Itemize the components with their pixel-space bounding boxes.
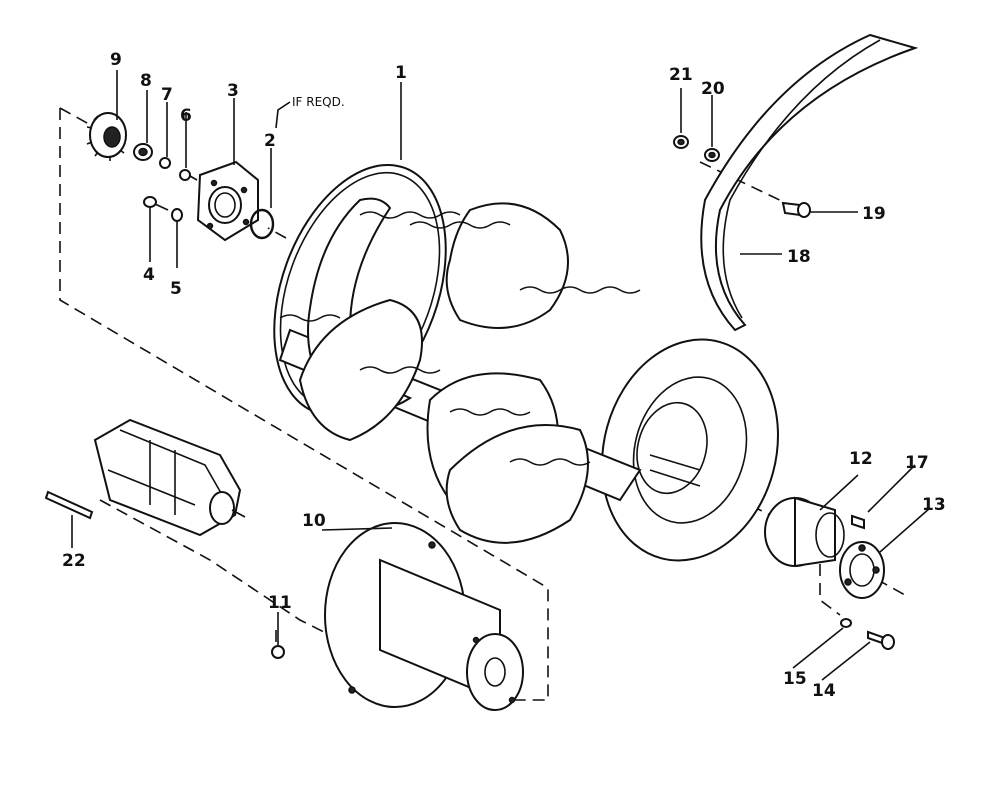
nut-21 xyxy=(673,135,689,149)
screw-6 xyxy=(179,169,198,181)
sprocket xyxy=(86,112,127,161)
label-4: 4 xyxy=(143,265,155,285)
note-if-reqd: IF REQD. xyxy=(292,95,345,109)
label-9: 9 xyxy=(110,50,122,70)
label-12: 12 xyxy=(849,449,873,469)
setscrew-17 xyxy=(851,514,865,530)
label-13: 13 xyxy=(922,495,946,515)
label-2: 2 xyxy=(264,131,276,151)
leader-lines xyxy=(71,70,931,681)
label-8: 8 xyxy=(140,71,152,91)
label-22: 22 xyxy=(62,551,86,571)
washer-15 xyxy=(840,618,852,628)
label-5: 5 xyxy=(170,279,182,299)
label-21: 21 xyxy=(669,65,693,85)
washer-20 xyxy=(704,148,720,162)
label-7: 7 xyxy=(161,85,173,105)
bolt-19 xyxy=(781,201,811,218)
label-14: 14 xyxy=(812,681,836,701)
shaft-22 xyxy=(44,490,94,520)
coupling-12 xyxy=(764,496,845,568)
bolt-14 xyxy=(867,630,895,650)
label-11: 11 xyxy=(268,593,292,613)
coupling-insert-13 xyxy=(839,541,885,599)
curved-guard-strip xyxy=(700,33,919,332)
washer-5 xyxy=(171,208,183,222)
label-3: 3 xyxy=(227,81,239,101)
label-17: 17 xyxy=(905,453,929,473)
label-18: 18 xyxy=(787,247,811,267)
o-ring xyxy=(249,208,275,240)
washer-8 xyxy=(133,143,153,161)
hydraulic-motor xyxy=(93,418,246,537)
part-labels: 9 8 7 6 3 2 IF REQD. 1 4 5 21 20 19 18 1… xyxy=(62,50,946,701)
lock-washer-7 xyxy=(159,157,171,169)
label-1: 1 xyxy=(395,63,407,83)
label-20: 20 xyxy=(701,79,725,99)
bolt-4 xyxy=(143,196,169,211)
label-19: 19 xyxy=(862,204,886,224)
auger-rotor xyxy=(273,163,779,562)
hub-flange xyxy=(196,160,259,242)
label-15: 15 xyxy=(783,669,807,689)
motor-housing xyxy=(324,522,524,711)
label-10: 10 xyxy=(302,511,326,531)
label-6: 6 xyxy=(180,106,192,126)
nut-11 xyxy=(271,645,285,659)
